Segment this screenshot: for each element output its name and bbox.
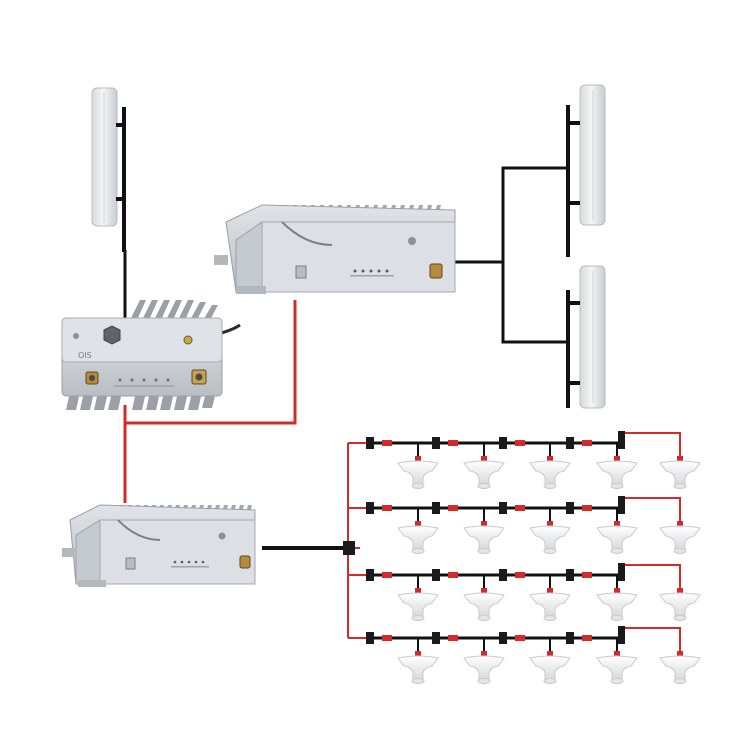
power-splitter-icon <box>618 431 625 449</box>
panel-antenna-icon <box>566 84 606 257</box>
ceiling-antenna-grid <box>366 431 701 684</box>
trunk-splitter-icon <box>343 541 355 555</box>
ceiling-antenna-icon <box>529 508 571 554</box>
power-splitter-icon <box>366 632 374 644</box>
ceiling-antenna-row <box>366 626 701 684</box>
power-splitter-icon <box>566 502 574 514</box>
splitter-port <box>382 440 392 446</box>
ceiling-antenna-icon <box>659 651 701 684</box>
ceiling-antenna-row <box>366 563 701 621</box>
power-splitter-icon <box>366 502 374 514</box>
ceiling-antenna-icon <box>529 575 571 621</box>
row-tail-cable <box>622 497 681 526</box>
ceiling-antenna-icon <box>529 638 571 684</box>
ceiling-antenna-icon <box>397 443 439 489</box>
splitter-port <box>515 635 525 641</box>
ceiling-antenna-icon <box>596 508 638 554</box>
ceiling-antenna-icon <box>596 638 638 684</box>
power-splitter-icon <box>566 569 574 581</box>
ceiling-antenna-icon <box>397 638 439 684</box>
splitter-port <box>582 505 592 511</box>
power-splitter-icon <box>366 569 374 581</box>
power-splitter-icon <box>499 502 507 514</box>
splitter-port <box>515 572 525 578</box>
splitter-port <box>582 440 592 446</box>
splitter-port <box>448 440 458 446</box>
splitter-port <box>382 505 392 511</box>
red-distribution-bus <box>347 442 370 639</box>
ceiling-antenna-icon <box>463 638 505 684</box>
power-splitter-icon <box>432 632 440 644</box>
power-splitter-icon <box>499 632 507 644</box>
row-tail-cable <box>622 432 681 461</box>
ois-master-unit-icon: OIS <box>61 300 223 410</box>
splitter-port <box>582 572 592 578</box>
panel-antenna-icon <box>566 265 606 409</box>
ceiling-antenna-icon <box>397 575 439 621</box>
ceiling-antenna-icon <box>659 456 701 489</box>
ceiling-antenna-row <box>366 431 701 489</box>
ceiling-antenna-row <box>366 496 701 554</box>
splitter-port <box>448 505 458 511</box>
splitter-port <box>515 440 525 446</box>
power-splitter-icon <box>499 569 507 581</box>
red-feed-upper <box>123 300 297 425</box>
splitter-port <box>448 635 458 641</box>
power-splitter-icon <box>566 437 574 449</box>
power-splitter-icon <box>618 563 625 581</box>
remote-amplifier-icon <box>214 204 456 294</box>
ceiling-antenna-icon <box>463 443 505 489</box>
splitter-port <box>582 635 592 641</box>
ceiling-antenna-icon <box>397 508 439 554</box>
donor-panel-antenna-icon <box>91 87 126 252</box>
row-tail-cable <box>622 564 681 593</box>
remote-amplifier-icon <box>62 504 256 587</box>
power-splitter-icon <box>566 632 574 644</box>
ceiling-antenna-icon <box>659 588 701 621</box>
service-panel-antennas <box>566 84 606 409</box>
ceiling-antenna-icon <box>463 508 505 554</box>
splitter-port <box>382 635 392 641</box>
power-splitter-icon <box>432 502 440 514</box>
splitter-port <box>448 572 458 578</box>
power-splitter-icon <box>618 626 625 644</box>
row-tail-cable <box>622 627 681 656</box>
ceiling-antenna-icon <box>659 521 701 554</box>
ois-unit-label: OIS <box>78 351 92 360</box>
power-splitter-icon <box>366 437 374 449</box>
power-splitter-icon <box>432 437 440 449</box>
power-splitter-icon <box>499 437 507 449</box>
ceiling-antenna-icon <box>529 443 571 489</box>
service-antenna-cable <box>455 166 568 344</box>
splitter-port <box>382 572 392 578</box>
splitter-port <box>515 505 525 511</box>
ceiling-antenna-icon <box>596 575 638 621</box>
ceiling-antenna-icon <box>596 443 638 489</box>
power-splitter-icon <box>618 496 625 514</box>
power-splitter-icon <box>432 569 440 581</box>
ceiling-antenna-icon <box>463 575 505 621</box>
